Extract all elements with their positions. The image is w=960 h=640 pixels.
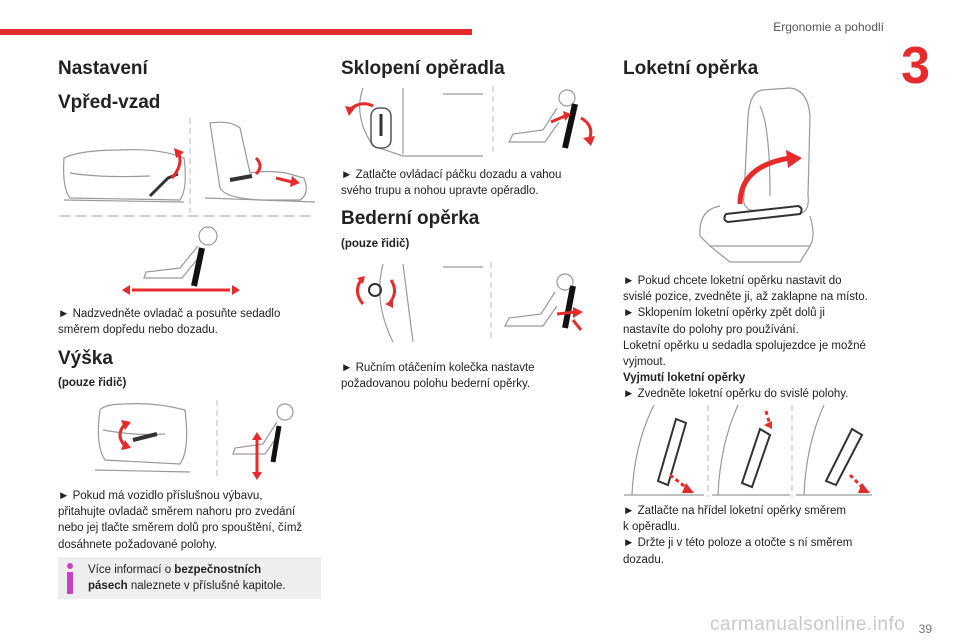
text-line: ► Ručním otáčením kolečka nastavte <box>341 362 535 374</box>
watermark: carmanualsonline.info <box>710 614 906 635</box>
backrest-illustration <box>343 86 603 161</box>
heading-armrest: Loketní opěrka <box>623 58 759 79</box>
height-instructions: ► Pokud má vozidlo příslušnou výbavu, př… <box>58 488 318 553</box>
text-line: požadovanou polohu bederní opěrky. <box>341 378 531 391</box>
armrest-illustration <box>690 86 820 266</box>
text-line: ► Zatlačte na hřídel loketní opěrky směr… <box>623 505 846 517</box>
height-seat-illustration <box>95 400 320 485</box>
text-line: Loketní opěrku u sedadla spolujezdce je … <box>623 339 866 352</box>
heading-height: Výška <box>58 348 113 369</box>
header-accent-bar <box>0 29 472 35</box>
text-line: ► Držte ji v této poloze a otočte s ní s… <box>623 537 853 550</box>
text-line: ► Zatlačte ovládací páčku dozadu a vahou <box>341 169 562 181</box>
text-line: přitahujte ovladač směrem nahoru pro zve… <box>58 506 296 519</box>
text-line: směrem dopředu nebo dozadu. <box>58 324 218 337</box>
text-line: ► Pokud má vozidlo příslušnou výbavu, <box>58 490 263 502</box>
text-line: ► Sklopením loketní opěrky zpět dolů ji <box>623 307 825 320</box>
text-line: dozadu. <box>623 553 664 566</box>
text-line: nastavíte do polohy pro používání. <box>623 323 799 336</box>
info-icon <box>67 563 73 594</box>
text-line: vyjmout. <box>623 356 666 369</box>
text-line: k opěradlu. <box>623 521 680 534</box>
info-text-bold: bezpečnostních <box>174 564 262 576</box>
chapter-number: 3 <box>901 37 930 95</box>
heading-lumbar: Bederní opěrka <box>341 208 480 229</box>
heading-fore-aft: Vpřed-vzad <box>58 92 161 113</box>
fore-aft-instructions: ► Nadzvedněte ovladač a posuňte sedadlo … <box>58 306 318 338</box>
lumbar-instructions: ► Ručním otáčením kolečka nastavte požad… <box>341 360 601 392</box>
armrest-removal-illustration <box>624 405 874 500</box>
fore-aft-seat-illustration <box>60 118 320 303</box>
armrest-removal-heading: Vyjmutí loketní opěrky <box>623 372 746 385</box>
text-line: nebo jej tlačte směrem dolů pro spouštěn… <box>58 522 303 535</box>
text-line: ► Pokud chcete loketní opěrku nastavit d… <box>623 275 842 287</box>
info-text-post: naleznete v příslušné kapitole. <box>127 579 286 592</box>
height-note: (pouze řidič) <box>58 377 127 389</box>
text-line: dosáhnete požadované polohy. <box>58 538 218 551</box>
text-line: svého trupu a nohou upravte opěradlo. <box>341 185 539 198</box>
armrest-removal-instructions: ► Zatlačte na hřídel loketní opěrky směr… <box>623 503 923 568</box>
info-text-pre: Více informací o <box>88 564 175 576</box>
text-line: ► Nadzvedněte ovladač a posuňte sedadlo <box>58 308 281 320</box>
chapter-title: Ergonomie a pohodlí <box>773 20 884 34</box>
text-line: ► Zvedněte loketní opěrku do svislé polo… <box>623 388 849 401</box>
page-number: 39 <box>918 622 932 636</box>
armrest-instructions: ► Pokud chcete loketní opěrku nastavit d… <box>623 273 923 403</box>
info-text-bold: pásech <box>88 579 128 592</box>
backrest-instructions: ► Zatlačte ovládací páčku dozadu a vahou… <box>341 167 601 199</box>
info-box: Více informací o bezpečnostních pásech n… <box>58 557 321 599</box>
section-title-settings: Nastavení <box>58 58 148 79</box>
info-text: Více informací o bezpečnostních pásech n… <box>88 563 286 594</box>
lumbar-note: (pouze řidič) <box>341 238 410 250</box>
text-line: svislé pozice, zvedněte ji, až zaklapne … <box>623 291 868 304</box>
heading-backrest: Sklopení opěradla <box>341 58 505 79</box>
lumbar-illustration <box>343 262 603 347</box>
